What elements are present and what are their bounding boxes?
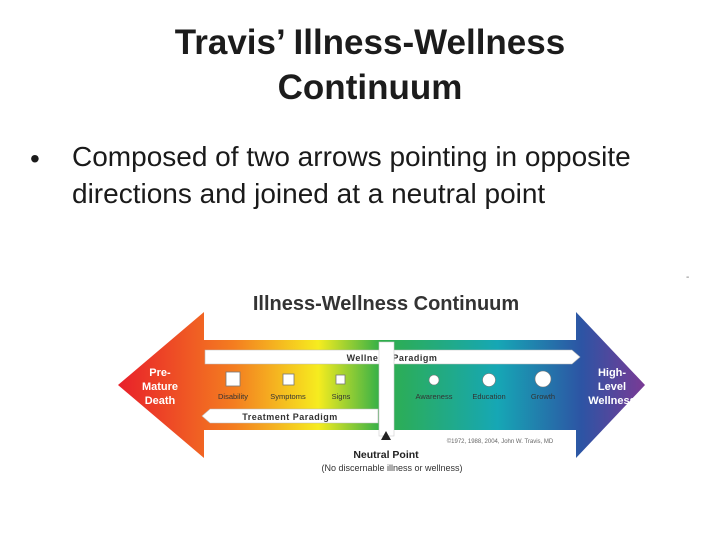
right-end-label-2: Level <box>598 381 626 393</box>
left-end-label-1: Pre- <box>149 367 171 379</box>
bullet-text: Composed of two arrows pointing in oppos… <box>72 141 631 209</box>
growth-marker <box>534 370 552 388</box>
left-end-label-3: Death <box>145 395 176 407</box>
stage-awareness: Awareness <box>416 392 453 401</box>
stage-growth: Growth <box>531 392 555 401</box>
stage-signs: Signs <box>332 392 351 401</box>
treatment-paradigm-label: Treatment Paradigm <box>242 412 338 422</box>
diagram-title: Illness-Wellness Continuum <box>253 293 519 315</box>
awareness-marker <box>428 374 440 386</box>
stage-disability: Disability <box>218 392 248 401</box>
symptoms-marker <box>282 373 295 386</box>
neutral-point-marker <box>381 431 391 440</box>
neutral-point-note: (No discernable illness or wellness) <box>321 463 462 473</box>
stage-symptoms: Symptoms <box>270 392 306 401</box>
neutral-divider <box>378 341 395 437</box>
education-marker <box>482 373 496 387</box>
slide-title-line-2: Continuum <box>277 68 463 107</box>
disability-marker <box>225 371 241 387</box>
bullet-symbol: • <box>30 143 40 174</box>
slide-title-line-1: Travis’ Illness-Wellness <box>174 23 566 62</box>
stage-education: Education <box>472 392 505 401</box>
corner-mark: - <box>686 272 690 283</box>
treatment-paradigm-arrow <box>201 408 379 424</box>
slide-title: Travis’ Illness-Wellness Continuum <box>70 20 670 110</box>
right-end-label-1: High- <box>598 367 626 379</box>
signs-marker <box>335 374 346 385</box>
left-end-label-2: Mature <box>142 381 178 393</box>
right-end-label-3: Wellness <box>588 395 636 407</box>
diagram-copyright: ©1972, 1988, 2004, John W. Travis, MD <box>447 438 554 445</box>
neutral-point-label: Neutral Point <box>353 449 419 461</box>
